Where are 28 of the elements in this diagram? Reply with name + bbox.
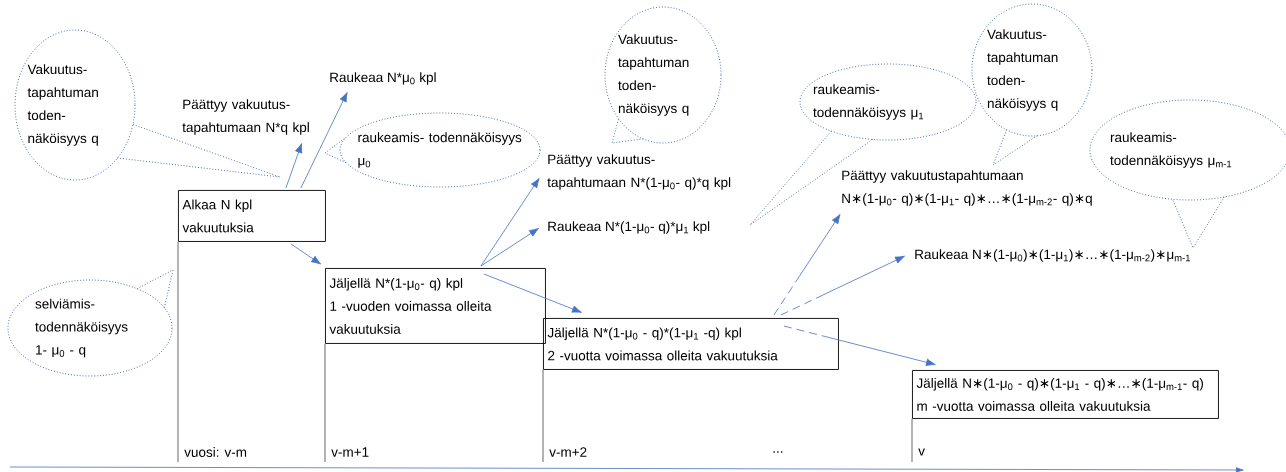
cohort-box: Jäljellä N∗(1-μ$_{0}$ - q)∗(1-μ$_{1}$ - q)∗…∗(1-μ$_{m-1}$- q) m -vuotta voimassa olleita vakuutuksia [912, 370, 1219, 419]
arrow [290, 243, 321, 265]
arrow [480, 178, 540, 267]
flow-text: Raukeaa N∗(1-μ$_{0}$)∗(1-μ$_{1}$)∗…∗(1-μ$_{m-2}$)∗μ$_{m-1}$ [915, 249, 1190, 262]
year-label: ... [773, 451, 783, 453]
cohort-box: Jäljellä N*(1-μ$_{0}$ - q)*(1-μ$_{1}$ -q) kpl 2 -vuotta voimassa olleita vakuutuksia [543, 318, 839, 370]
arrow [480, 228, 539, 267]
flow-text: Raukeaa N*(1-μ$_{0}$- q)*μ$_{1}$ kpl [548, 221, 710, 234]
flow-text: Päättyy vakuutus- tapahtumaan N*(1-μ$_{0}$- q)*q kpl [547, 154, 731, 190]
cohort-box: Jäljellä N*(1-μ$_{0}$- q) kpl 1 -vuoden voimassa olleita vakuutuksia [325, 268, 546, 344]
flow-text: Raukeaa N*μ$_{0}$ kpl [330, 72, 436, 85]
cohort-box: Alkaa N kpl vakuutuksia [178, 190, 326, 242]
arrow [483, 273, 582, 313]
year-label: v [918, 448, 925, 456]
flow-text: Päättyy vakuutus- tapahtumaan N*q kpl [182, 99, 309, 135]
year-label: v-m+1 [331, 447, 369, 457]
speech-bubble: selviämis- todennäköisyys 1- μ$_{0}$ - q [7, 269, 174, 377]
speech-bubble: raukeamis- todennäköisyys μ$_{0}$ [324, 112, 541, 188]
arrow [773, 214, 841, 316]
year-label: v-m+2 [549, 447, 587, 457]
speech-bubble: Vakuutus- tapahtuman toden- näköisyys q [971, 3, 1093, 166]
flow-text: Päättyy vakuutustapahtumaan N∗(1-μ$_{0}$- q)∗(1-μ$_{1}$- q)∗…∗(1-μ$_{m-2}$- q)∗q [842, 170, 1092, 206]
arrow [783, 325, 936, 366]
arrow [780, 255, 905, 316]
arrow [285, 143, 303, 189]
speech-bubble: Vakuutus- tapahtuman toden- näköisyys q [604, 6, 722, 144]
arrow [300, 92, 348, 189]
year-label: vuosi: v-m [184, 447, 247, 457]
